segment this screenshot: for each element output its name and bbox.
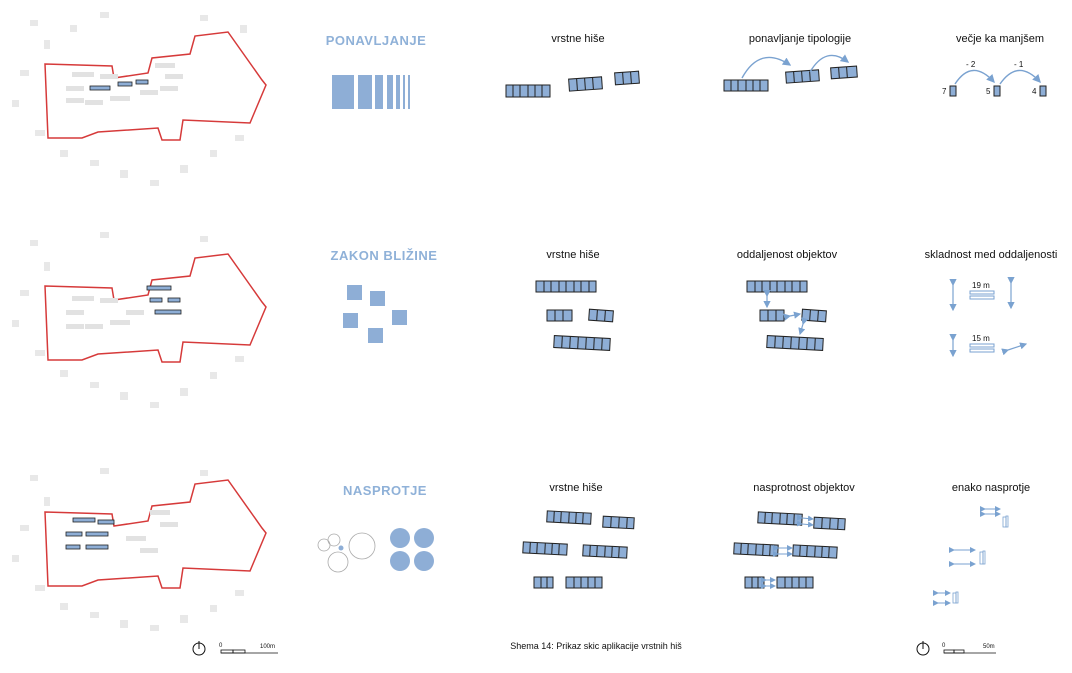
scale-left-end: 100m [260, 644, 276, 650]
count-5: 5 [986, 87, 991, 96]
col3-title-2: oddaljenost objektov [736, 249, 838, 261]
row-houses-1 [505, 65, 1047, 98]
col2-title-1: vrstne hiše [551, 33, 605, 45]
count-4: 4 [1032, 87, 1037, 96]
proximity-squares-icon [343, 285, 407, 343]
col4-title-3: enako nasprotje [951, 482, 1031, 494]
map-context-3 [12, 468, 244, 631]
row-houses-3 [522, 510, 846, 589]
count-7: 7 [942, 87, 947, 96]
distance-bars [969, 290, 995, 353]
contrast-circles-icon [317, 528, 434, 573]
map-context-2 [12, 232, 244, 408]
contrast-bars [952, 515, 1009, 604]
arrow-label-1: - 2 [966, 60, 976, 69]
scale-right-zero: 0 [942, 643, 946, 649]
principle-title-1: PONAVLJANJE [325, 33, 427, 48]
col4-title-2: skladnost med oddaljenosti [924, 249, 1058, 261]
map-context-1 [12, 12, 247, 186]
site-outline-2 [44, 253, 267, 363]
row-houses-2 [535, 280, 827, 351]
scale-bar-left [220, 649, 278, 654]
north-arrow-icon-2 [916, 641, 930, 656]
col2-title-2: vrstne hiše [546, 249, 600, 261]
col2-title-3: vrstne hiše [549, 482, 603, 494]
arrow-label-2: - 1 [1014, 60, 1024, 69]
col3-title-1: ponavljanje tipologije [748, 33, 852, 45]
scale-left-zero: 0 [219, 643, 223, 649]
figure-caption: Shema 14: Prikaz skic aplikacije vrstnih… [510, 641, 682, 651]
distance-arrows [763, 277, 1028, 358]
col3-title-3: nasprotnost objektov [753, 482, 855, 494]
repetition-bars-icon [332, 75, 410, 109]
scale-bar-right [943, 649, 996, 654]
col4-title-1: večje ka manjšem [955, 33, 1045, 45]
north-arrow-icon [192, 641, 206, 656]
site-outline-3 [44, 479, 267, 589]
repeat-arrows [741, 54, 1041, 85]
principle-title-3: NASPROTJE [343, 483, 427, 498]
scale-right-end: 50m [983, 644, 995, 650]
distance-label-19: 19 m [972, 281, 990, 290]
distance-label-15: 15 m [972, 334, 990, 343]
contrast-arrows [761, 506, 1001, 606]
site-outline-1 [44, 31, 267, 141]
principle-title-2: ZAKON BLIŽINE [330, 248, 438, 263]
